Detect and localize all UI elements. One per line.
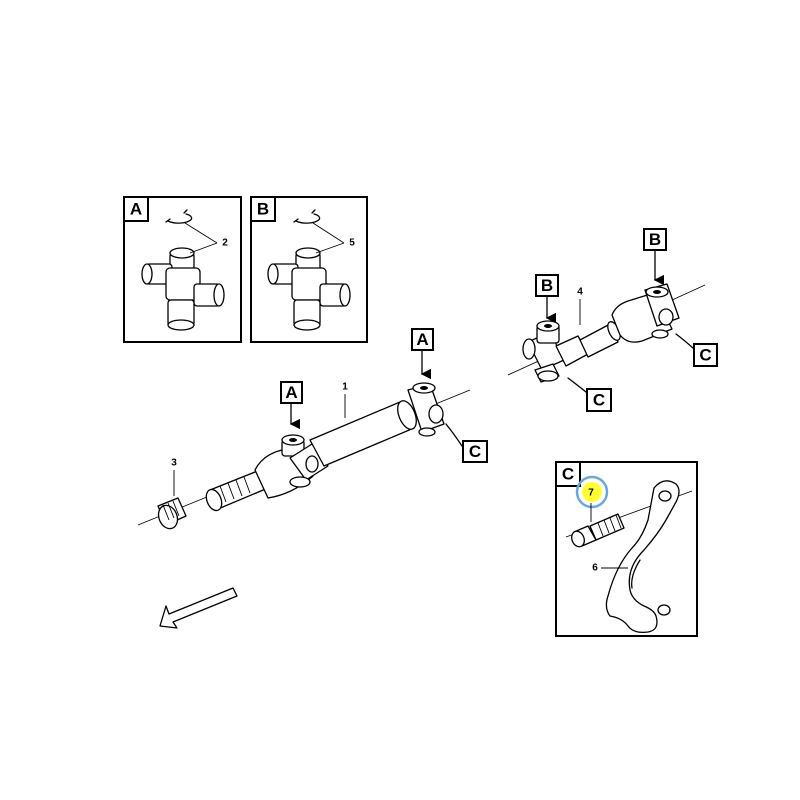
detail-view-a: A 2 [123,196,242,343]
detail-c-part-number-7[interactable]: 7 [588,488,594,499]
secondary-rear-yoke [644,283,680,339]
bolt-part-7 [571,513,625,548]
svg-text:C: C [469,442,481,461]
detail-c-part-number-6: 6 [592,563,598,574]
snap-ring-b [295,213,321,224]
svg-text:A: A [416,330,428,349]
svg-text:C: C [593,391,605,410]
callout-c-secondary-front: C [567,377,612,412]
highlight-ring [575,475,609,509]
detail-b-part-number: 5 [349,238,355,249]
svg-text:C: C [699,346,711,365]
u-joint-cross-a [141,247,225,331]
callout-a-front: A [280,381,303,430]
callout-b-rear: B [643,228,667,286]
detail-a-letter-box [123,196,149,222]
rear-yoke [407,382,445,437]
label-part-1: 1 [342,382,348,393]
detail-c-letter-box [555,461,581,487]
detail-a-part-number: 2 [222,238,228,249]
svg-text:B: B [541,276,553,295]
label-part-3: 3 [171,458,177,469]
callout-c-secondary-rear: C [675,333,718,367]
detail-b-letter: B [257,200,269,219]
detail-b-letter-box [250,196,276,222]
detail-view-b: B 5 [250,196,368,343]
svg-text:A: A [285,383,297,402]
driveshaft-main: 3 1 [137,382,471,530]
label-part-4: 4 [577,287,583,298]
detail-c-letter: C [562,465,574,484]
driveshaft-secondary: 4 [507,283,706,383]
nut-part-3 [157,497,187,530]
detail-view-c: 7 C 7 6 [555,461,698,637]
callout-b-front: B [535,274,559,324]
highlight-dot [582,482,602,502]
strap-clamp-part-6 [605,480,680,634]
callout-a-rear: A [411,328,434,380]
callout-c-main: C [445,423,488,463]
detail-a-letter: A [130,200,142,219]
u-joint-cross-b [267,247,351,331]
snap-ring-a [167,213,193,224]
secondary-front-yoke [522,320,589,383]
direction-arrow [159,587,238,629]
svg-text:B: B [649,230,661,249]
